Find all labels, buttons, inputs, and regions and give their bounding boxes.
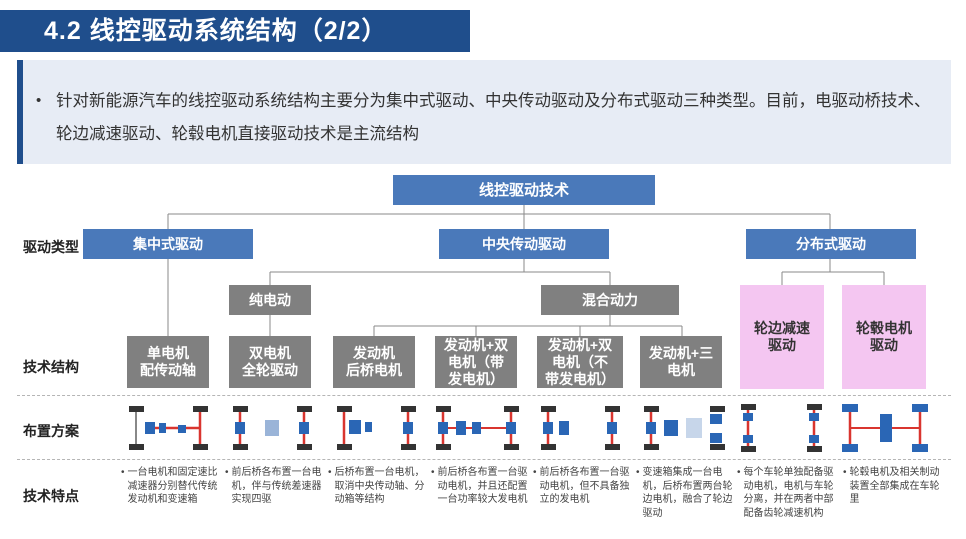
feature-item: •一台电机和固定速比减速器分别替代传统发动机和变速箱 xyxy=(121,467,218,505)
node-hub-motor-drive: 轮毂电机 驱动 xyxy=(842,285,926,389)
node-hybrid: 混合动力 xyxy=(541,285,679,315)
node-engine-dual-motor-no-generator: 发动机+双 电机（不 带发电机） xyxy=(537,336,623,388)
feature-item: •轮毂电机及相关制动装置全部集成在车轮里 xyxy=(843,467,940,505)
node-single-motor-driveshaft: 单电机 配传动轴 xyxy=(127,336,209,388)
layout-diagram-hub-motor xyxy=(842,404,928,452)
node-central-transmission-drive: 中央传动驱动 xyxy=(439,229,609,259)
row-label-features: 技术特点 xyxy=(23,488,79,504)
feature-item: •前后桥各布置一台驱动电机，并且还配置一台功率较大发电机 xyxy=(431,467,528,505)
feature-item: •前后桥各布置一台驱动电机，但不具备独立的发电机 xyxy=(533,467,630,505)
feature-item: •后桥布置一台电机，取消中央传动轴、分动箱等结构 xyxy=(328,467,425,505)
layout-diagram-engine-dual-motor-generator xyxy=(436,406,519,450)
row-label-structure: 技术结构 xyxy=(23,359,79,375)
node-distributed-drive: 分布式驱动 xyxy=(746,229,916,259)
node-dual-motor-awd: 双电机 全轮驱动 xyxy=(229,336,311,388)
layout-diagram-wheel-side-reduction xyxy=(741,404,822,452)
page-title: 4.2 线控驱动系统结构（2/2） xyxy=(44,17,388,45)
layout-diagram-single-motor xyxy=(129,406,208,450)
feature-item: •变速箱集成一台电机，后桥布置两台轮边电机，融合了轮边驱动 xyxy=(636,467,733,519)
row-divider xyxy=(17,459,951,460)
row-label-layout: 布置方案 xyxy=(23,423,79,439)
node-wheel-side-reduction-drive: 轮边减速 驱动 xyxy=(740,285,824,389)
layout-diagram-engine-rear-motor xyxy=(337,406,416,450)
row-label-drive-type: 驱动类型 xyxy=(23,239,79,255)
node-engine-dual-motor-with-generator: 发动机+双 电机（带 发电机） xyxy=(435,336,517,388)
feature-item: •每个车轮单独配备驱动电机，电机与车轮分离，并在两者中部配备齿轮减速机构 xyxy=(737,467,834,519)
node-engine-triple-motor: 发动机+三 电机 xyxy=(640,336,722,388)
node-centralized-drive: 集中式驱动 xyxy=(83,229,253,259)
title-bar xyxy=(0,10,470,52)
intro-text: 针对新能源汽车的线控驱动系统结构主要分为集中式驱动、中央传动驱动及分布式驱动三种… xyxy=(56,92,931,143)
intro-bullet: • xyxy=(36,92,42,109)
root-node: 线控驱动技术 xyxy=(393,175,655,205)
row-divider xyxy=(17,395,951,396)
node-pure-electric: 纯电动 xyxy=(229,285,311,315)
intro-accent-bar xyxy=(17,60,23,164)
layout-diagram-engine-dual-motor-no-generator xyxy=(541,406,620,450)
layout-diagram-engine-triple-motor xyxy=(644,406,725,450)
layout-diagram-dual-motor xyxy=(233,406,312,450)
intro-box xyxy=(17,60,951,164)
feature-item: •前后桥各布置一台电机，伴与传统差速器实现四驱 xyxy=(225,467,322,505)
node-engine-rear-motor: 发动机 后桥电机 xyxy=(333,336,415,388)
